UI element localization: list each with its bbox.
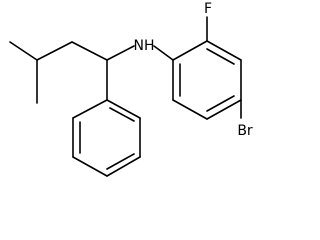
aryl-bond-2: [206, 40, 242, 61]
phenyl-bond-3: [106, 156, 141, 177]
bond-ch2-ch: [71, 41, 108, 61]
bond-methyl-top: [9, 41, 38, 61]
aryl-bond-1: [172, 40, 208, 61]
phenyl-double-2: [106, 153, 135, 170]
molecule-structure: NH F Br: [9, 1, 253, 177]
aryl-ring: [172, 40, 242, 120]
phenyl-ring: [72, 59, 141, 177]
fluorine-label: F: [204, 1, 212, 17]
aryl-bond-4: [206, 99, 242, 120]
phenyl-double-1: [109, 107, 135, 122]
bromine-label: Br: [237, 123, 253, 139]
phenyl-bond-4: [72, 156, 108, 177]
aryl-double-2: [206, 95, 235, 112]
isobutyl-group: [9, 41, 108, 104]
amine-label: NH: [134, 38, 155, 54]
phenyl-bond-6: [72, 99, 108, 119]
bond-n-aryl: [153, 45, 174, 61]
aryl-double-1: [206, 48, 235, 65]
bond-ch-n: [106, 45, 135, 61]
aryl-bond-5: [172, 99, 208, 120]
bond-ch-ch2: [36, 41, 73, 61]
phenyl-bond-1: [106, 99, 141, 119]
